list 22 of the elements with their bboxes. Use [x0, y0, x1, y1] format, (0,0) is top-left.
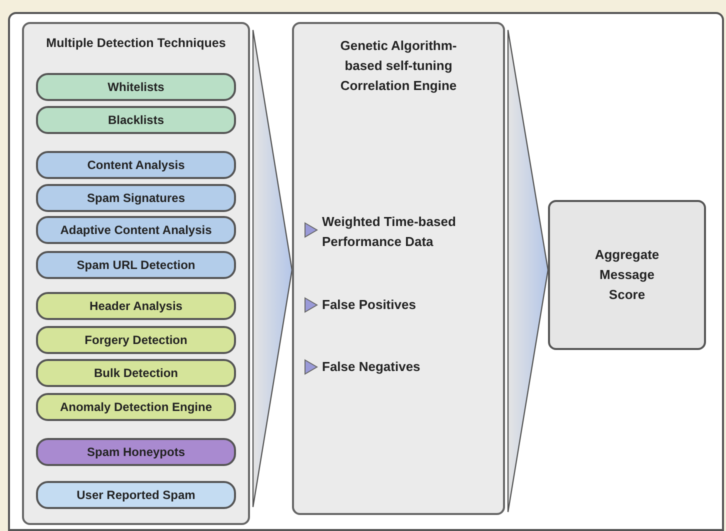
- technique-pill: Spam Honeypots: [36, 438, 236, 466]
- factor-text: Weighted Time-based Performance Data: [322, 213, 457, 251]
- panel-heading: Genetic Algorithm-based self-tuning Correlation Engine: [339, 37, 458, 95]
- technique-pill: Spam Signatures: [36, 184, 236, 212]
- panel-heading: Multiple Detection Techniques: [45, 35, 227, 52]
- technique-pill: Header Analysis: [36, 292, 236, 320]
- technique-pill: Spam URL Detection: [36, 251, 236, 279]
- factor-text: False Positives: [322, 296, 417, 314]
- technique-pill: User Reported Spam: [36, 481, 236, 509]
- result-box: Aggregate Message Score: [548, 200, 706, 350]
- technique-pill: Content Analysis: [36, 151, 236, 179]
- chevron-arrow: [252, 29, 293, 508]
- technique-pill: Anomaly Detection Engine: [36, 393, 236, 421]
- factor-text: False Negatives: [322, 358, 422, 376]
- technique-pill: Blacklists: [36, 106, 236, 134]
- technique-pill: Adaptive Content Analysis: [36, 216, 236, 244]
- chevron-arrow: [507, 29, 549, 513]
- technique-pill: Whitelists: [36, 73, 236, 101]
- technique-pill: Bulk Detection: [36, 359, 236, 387]
- panel: [22, 22, 250, 525]
- technique-pill: Forgery Detection: [36, 326, 236, 354]
- engine-panel: [292, 22, 505, 515]
